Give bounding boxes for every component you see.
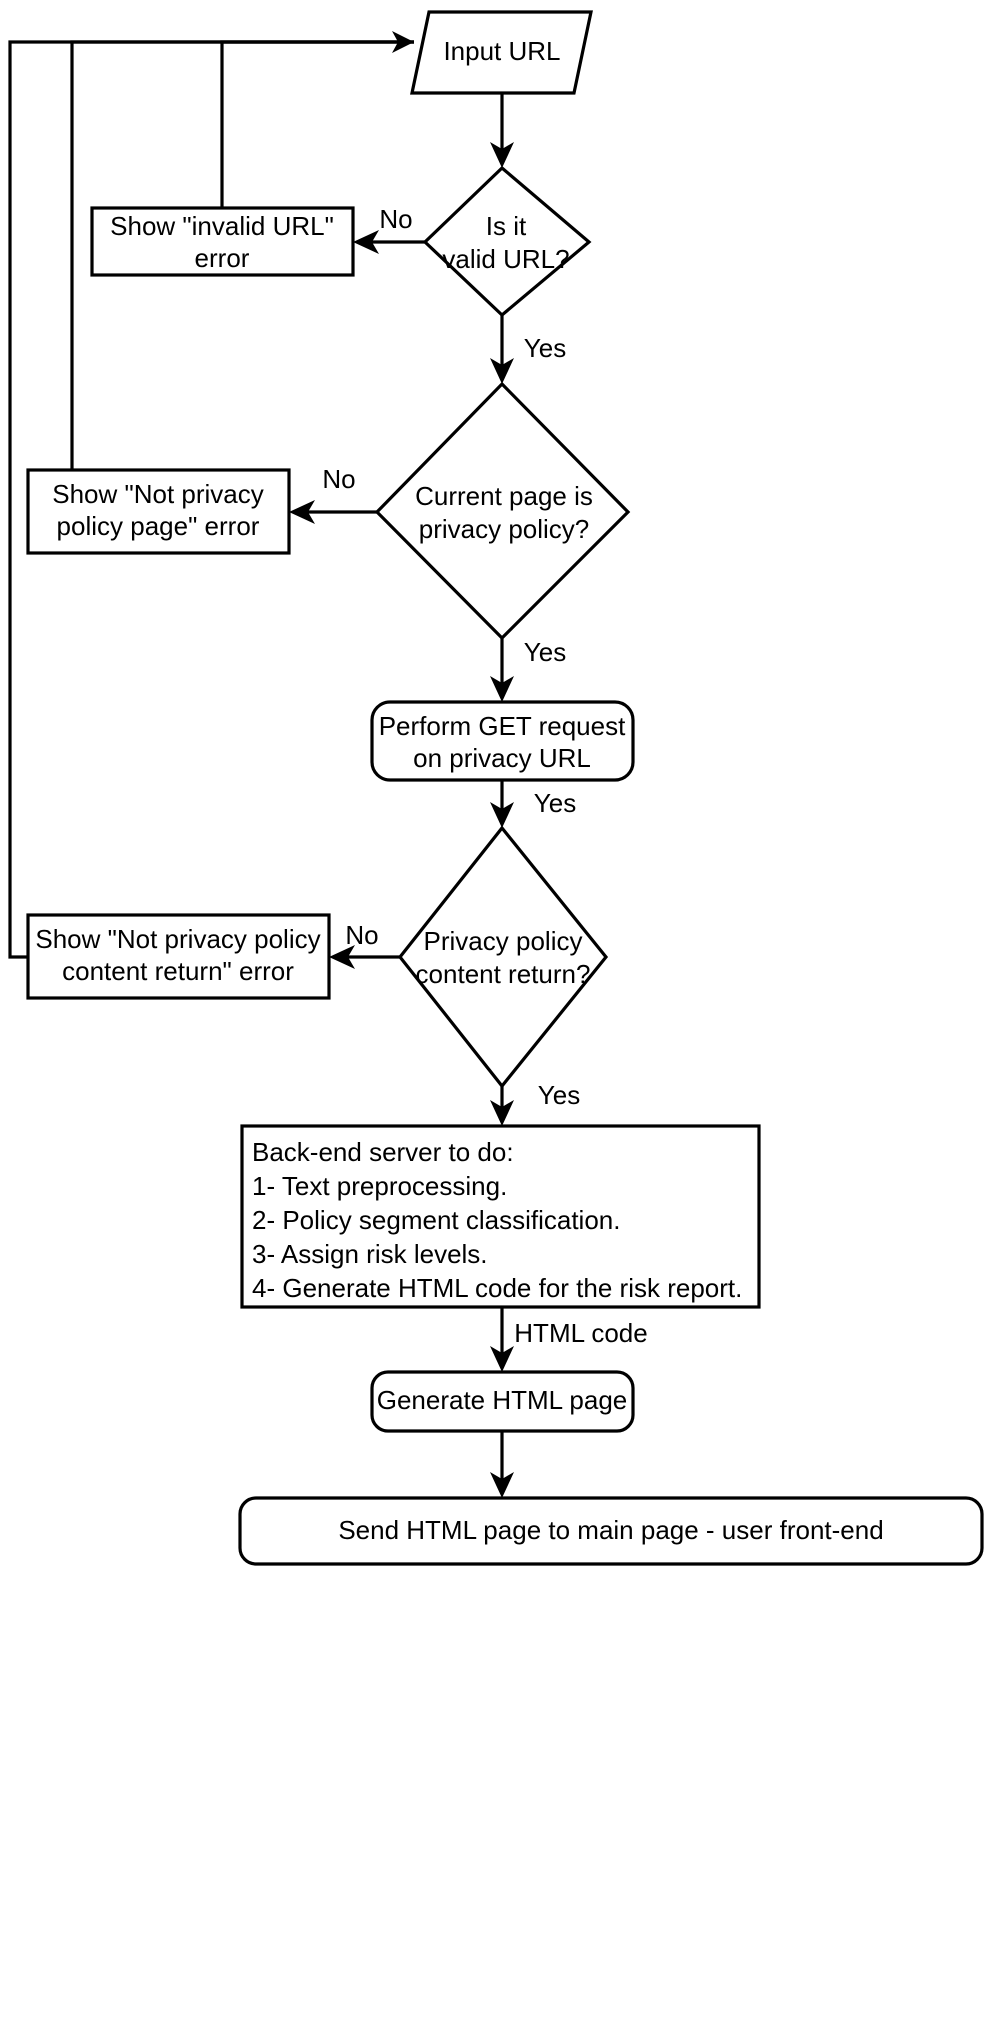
node-error-no-content-line2: content return" error — [62, 956, 294, 986]
edge-invalid-url-loopback — [220, 31, 414, 208]
node-backend-server-line-3: 3- Assign risk levels. — [252, 1239, 488, 1269]
node-backend-server[interactable]: Back-end server to do: 1- Text preproces… — [240, 1124, 761, 1309]
edge-privacy-page-no — [289, 500, 377, 524]
node-input-url-label: Input URL — [443, 36, 560, 66]
node-decision-valid-url[interactable]: Is it valid URL? — [422, 165, 592, 318]
edge-label-get-request-yes: Yes — [534, 788, 576, 818]
edge-backend-to-generate — [490, 1307, 514, 1372]
edge-label-privacy-page-yes: Yes — [524, 637, 566, 667]
edge-valid-url-yes — [490, 315, 514, 384]
node-decision-valid-url-line2: valid URL? — [442, 244, 569, 274]
node-error-not-privacy-page[interactable]: Show "Not privacy policy page" error — [26, 468, 291, 555]
node-perform-get-request[interactable]: Perform GET request on privacy URL — [370, 700, 635, 782]
edge-privacy-page-yes — [490, 638, 514, 702]
node-error-no-content-line1: Show "Not privacy policy — [35, 924, 320, 954]
node-decision-content-return-line1: Privacy policy — [424, 926, 583, 956]
node-send-html-page-label: Send HTML page to main page - user front… — [338, 1515, 883, 1545]
node-decision-content-return[interactable]: Privacy policy content return? — [397, 825, 609, 1089]
node-decision-privacy-page-line2: privacy policy? — [419, 514, 590, 544]
node-perform-get-request-line1: Perform GET request — [379, 711, 626, 741]
node-send-html-page[interactable]: Send HTML page to main page - user front… — [238, 1496, 984, 1566]
node-error-invalid-url-line1: Show "invalid URL" — [110, 211, 334, 241]
edge-label-html-code: HTML code — [514, 1318, 647, 1348]
edge-label-privacy-page-no: No — [322, 464, 355, 494]
edge-content-return-no — [329, 945, 400, 969]
node-decision-privacy-page-line1: Current page is — [415, 481, 593, 511]
node-error-not-privacy-page-line2: policy page" error — [57, 511, 260, 541]
edge-label-valid-url-yes: Yes — [524, 333, 566, 363]
edge-get-to-content-return — [490, 780, 514, 828]
node-error-not-privacy-page-line1: Show "Not privacy — [52, 479, 264, 509]
node-error-no-content[interactable]: Show "Not privacy policy content return"… — [26, 913, 331, 1000]
node-backend-server-line-1: 1- Text preprocessing. — [252, 1171, 507, 1201]
node-error-invalid-url[interactable]: Show "invalid URL" error — [90, 206, 355, 277]
edge-no-content-loopback — [8, 40, 414, 959]
node-input-url[interactable]: Input URL — [410, 10, 593, 95]
node-perform-get-request-line2: on privacy URL — [413, 743, 591, 773]
node-error-invalid-url-line2: error — [195, 243, 250, 273]
edge-label-valid-url-no: No — [379, 204, 412, 234]
node-backend-server-line-0: Back-end server to do: — [252, 1137, 514, 1167]
node-decision-privacy-page[interactable]: Current page is privacy policy? — [374, 381, 631, 641]
node-backend-server-line-4: 4- Generate HTML code for the risk repor… — [252, 1273, 742, 1303]
node-decision-valid-url-line1: Is it — [486, 211, 527, 241]
edge-label-content-return-no: No — [345, 920, 378, 950]
edge-valid-url-no — [353, 230, 425, 254]
edge-input-to-valid-url — [490, 93, 514, 168]
node-generate-html-page[interactable]: Generate HTML page — [370, 1370, 635, 1433]
node-generate-html-page-label: Generate HTML page — [377, 1385, 628, 1415]
node-backend-server-line-2: 2- Policy segment classification. — [252, 1205, 620, 1235]
edge-generate-to-send — [490, 1431, 514, 1498]
node-decision-content-return-line2: content return? — [416, 959, 591, 989]
edge-label-content-return-yes: Yes — [538, 1080, 580, 1110]
